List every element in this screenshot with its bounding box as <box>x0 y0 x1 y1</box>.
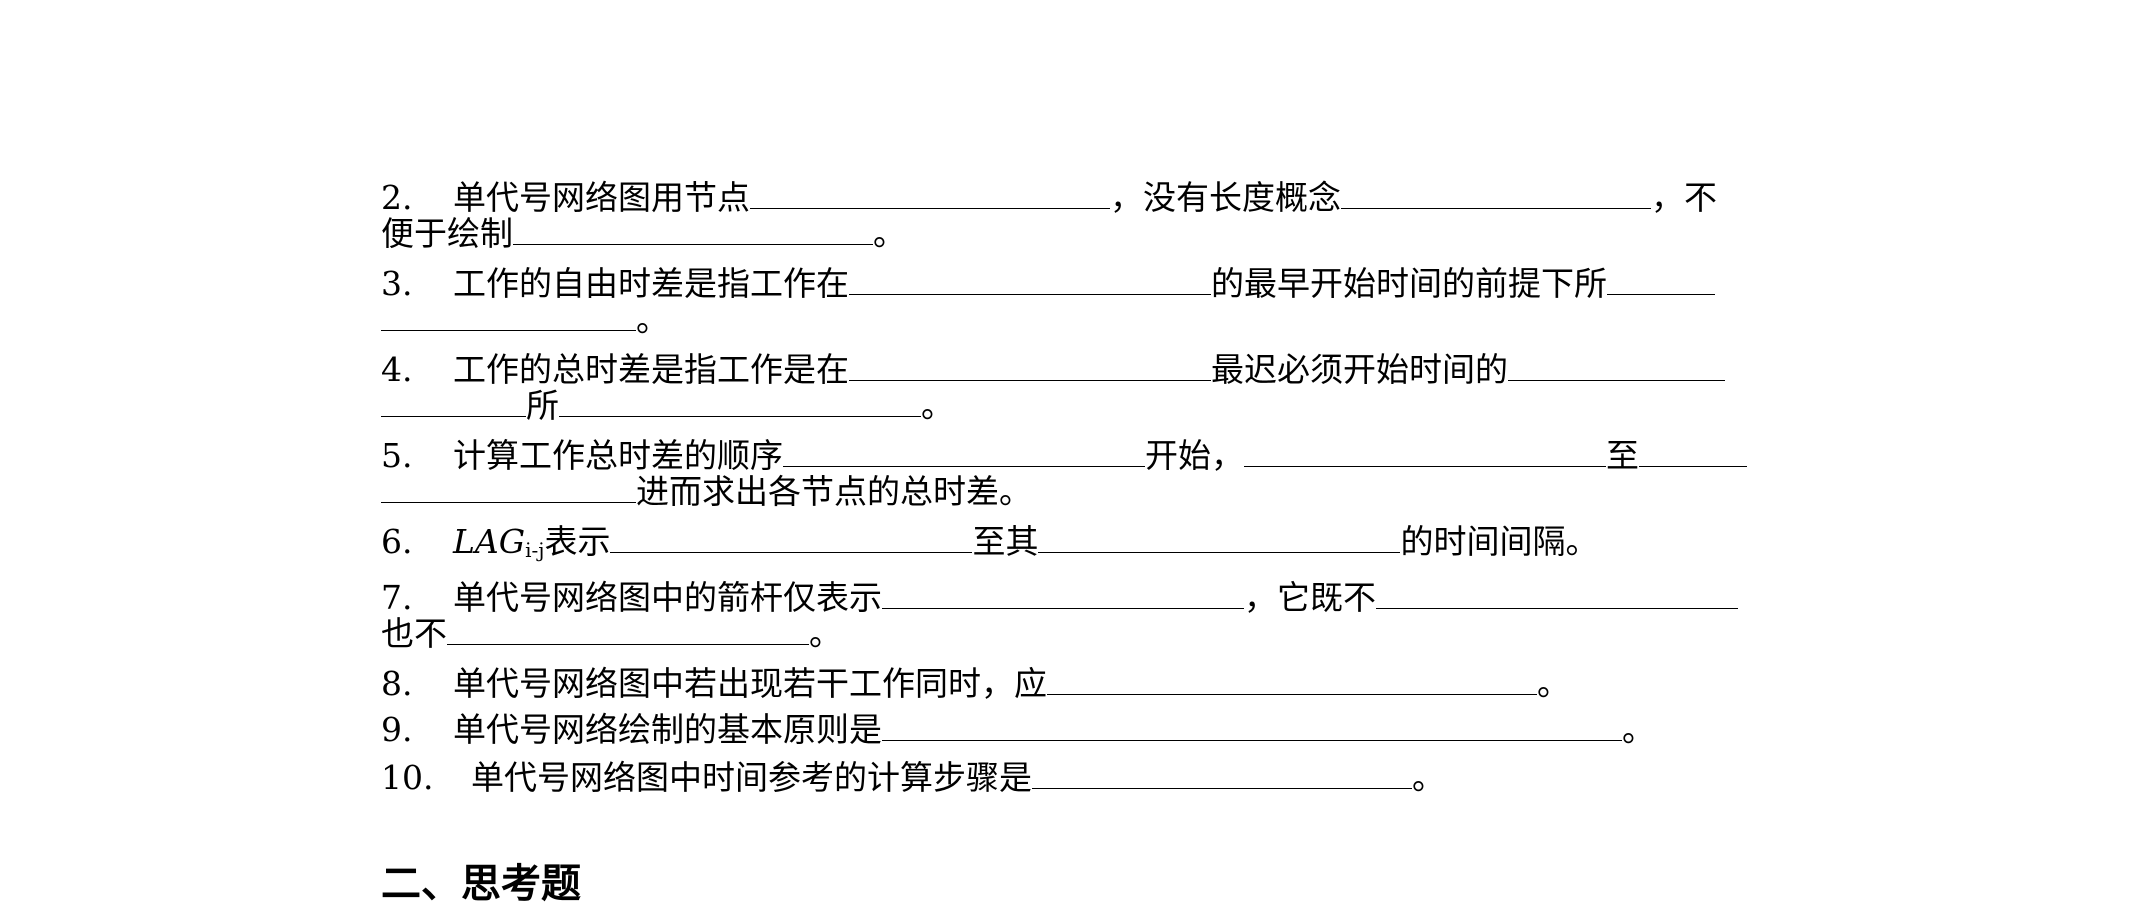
answer-blank[interactable] <box>381 386 526 417</box>
answer-blank[interactable] <box>849 264 1211 295</box>
answer-blank[interactable] <box>750 178 1110 209</box>
question-4: 4. 工作的总时差是指工作是在 最迟必须开始时间的 所 。 <box>381 350 1801 425</box>
answer-blank[interactable] <box>559 386 921 417</box>
question-text: 。 <box>1622 710 1655 749</box>
question-text: 便于绘制 <box>381 214 513 253</box>
question-10: 10. 单代号网络图中时间参考的计算步骤是 。 <box>381 758 1801 797</box>
answer-blank[interactable] <box>783 436 1145 467</box>
question-number: 6. <box>381 522 413 561</box>
question-text: 最迟必须开始时间的 <box>1211 350 1508 389</box>
question-number: 2. <box>381 178 413 217</box>
question-number: 3. <box>381 264 413 303</box>
question-text: 。 <box>873 214 906 253</box>
question-text: 。 <box>809 614 842 653</box>
question-text: 。 <box>1537 664 1570 703</box>
question-text: 所 <box>526 386 559 425</box>
question-text: ，没有长度概念 <box>1110 178 1341 217</box>
answer-blank[interactable] <box>1244 436 1606 467</box>
answer-blank[interactable] <box>1607 264 1715 295</box>
question-text: 单代号网络图中若出现若干工作同时，应 <box>453 664 1047 703</box>
question-text: 的最早开始时间的前提下所 <box>1211 264 1607 303</box>
question-7: 7. 单代号网络图中的箭杆仅表示 ，它既不 也不 。 <box>381 578 1801 653</box>
question-text: ，它既不 <box>1244 578 1376 617</box>
question-text: ，不 <box>1651 178 1717 217</box>
question-text: 至 <box>1606 436 1639 475</box>
question-text: 单代号网络图用节点 <box>453 178 750 217</box>
question-text: 计算工作总时差的顺序 <box>453 436 783 475</box>
lag-symbol: LAG <box>453 522 526 561</box>
question-3: 3. 工作的自由时差是指工作在 的最早开始时间的前提下所 。 <box>381 264 1801 339</box>
question-number: 7. <box>381 578 413 617</box>
answer-blank[interactable] <box>882 578 1244 609</box>
answer-blank[interactable] <box>1376 578 1738 609</box>
answer-blank[interactable] <box>1639 436 1747 467</box>
question-text: 。 <box>1412 758 1445 797</box>
answer-blank[interactable] <box>1508 350 1725 381</box>
question-2: 2. 单代号网络图用节点 ，没有长度概念 ，不 便于绘制 。 <box>381 178 1801 253</box>
question-9: 9. 单代号网络绘制的基本原则是 。 <box>381 710 1801 749</box>
answer-blank[interactable] <box>513 214 873 245</box>
question-text: 工作的总时差是指工作是在 <box>453 350 849 389</box>
answer-blank[interactable] <box>381 472 636 503</box>
question-text: 工作的自由时差是指工作在 <box>453 264 849 303</box>
question-text: 。 <box>636 300 669 339</box>
question-text: 开始， <box>1145 436 1244 475</box>
answer-blank[interactable] <box>1038 522 1401 553</box>
question-number: 8. <box>381 664 413 703</box>
question-text: 单代号网络图中时间参考的计算步骤是 <box>471 758 1032 797</box>
question-text: 单代号网络图中的箭杆仅表示 <box>453 578 882 617</box>
question-number: 4. <box>381 350 413 389</box>
answer-blank[interactable] <box>447 614 809 645</box>
answer-blank[interactable] <box>610 522 973 553</box>
question-text: 表示 <box>544 522 611 561</box>
question-8: 8. 单代号网络图中若出现若干工作同时，应 。 <box>381 664 1801 703</box>
question-number: 5. <box>381 436 413 475</box>
answer-blank[interactable] <box>1341 178 1651 209</box>
question-text: 也不 <box>381 614 447 653</box>
answer-blank[interactable] <box>1047 664 1537 695</box>
question-6: 6. LAGi-j表示 至其 的时间间隔。 <box>381 522 1801 563</box>
question-text: 至其 <box>972 522 1039 561</box>
answer-blank[interactable] <box>1032 758 1412 789</box>
answer-blank[interactable] <box>882 710 1622 741</box>
question-text: 进而求出各节点的总时差。 <box>636 472 1032 511</box>
section-heading: 二、思考题 <box>381 861 581 907</box>
question-number: 10. <box>381 758 434 797</box>
answer-blank[interactable] <box>381 300 636 331</box>
question-number: 9. <box>381 710 413 749</box>
question-text: 的时间间隔。 <box>1400 522 1599 561</box>
question-text: 单代号网络绘制的基本原则是 <box>453 710 882 749</box>
question-5: 5. 计算工作总时差的顺序 开始， 至 进而求出各节点的总时差。 <box>381 436 1801 511</box>
answer-blank[interactable] <box>849 350 1211 381</box>
lag-subscript: i-j <box>525 538 545 562</box>
question-text: 。 <box>921 386 954 425</box>
